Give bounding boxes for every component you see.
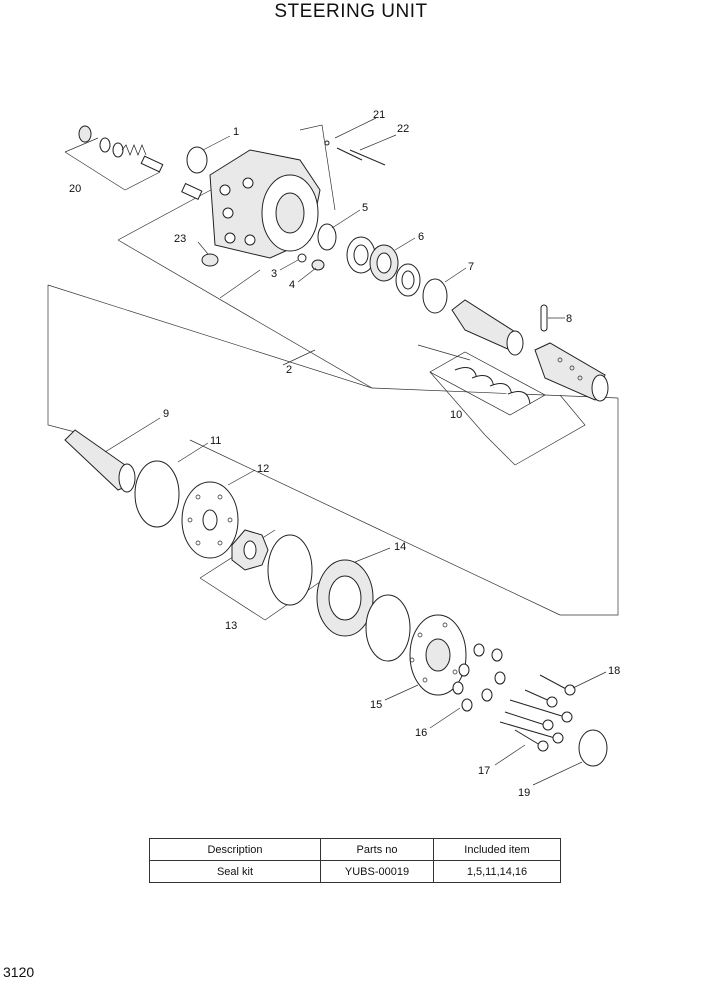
page-number: 3120 — [3, 964, 35, 980]
cell-included-item: 1,5,11,14,16 — [433, 860, 561, 883]
exploded-parts-diagram: 1 2 3 4 5 6 7 8 9 10 11 12 13 14 15 16 1… — [47, 109, 620, 799]
page-title: STEERING UNIT — [274, 1, 428, 22]
callout-17: 17 — [478, 765, 490, 777]
callout-19: 19 — [518, 787, 530, 799]
callout-18: 18 — [608, 665, 620, 677]
callout-16: 16 — [415, 727, 427, 739]
callout-10: 10 — [450, 409, 462, 421]
header-parts-no: Parts no — [320, 838, 434, 861]
part-7-ring — [422, 278, 448, 314]
part-3-ball — [297, 253, 307, 263]
part-11-o-ring — [134, 460, 180, 528]
part-16-washers — [452, 643, 506, 712]
callout-7: 7 — [468, 261, 474, 273]
callout-15: 15 — [370, 699, 382, 711]
callout-20: 20 — [69, 183, 81, 195]
callout-leader-lines — [104, 117, 607, 786]
part-10-centering-springs — [429, 351, 546, 416]
callout-1: 1 — [233, 126, 239, 138]
part-14-o-ring-rear — [365, 594, 411, 662]
part-14-gear-ring — [316, 559, 374, 637]
part-19-dust-cap — [578, 729, 608, 767]
table-header-row: Description Parts no Included item — [149, 838, 561, 861]
cell-description: Seal kit — [149, 860, 321, 883]
part-14-o-ring-front — [267, 534, 313, 606]
part-4-seat — [311, 259, 325, 271]
seal-kit-table: Description Parts no Included item Seal … — [149, 838, 561, 883]
callout-11: 11 — [210, 435, 221, 447]
callout-2: 2 — [286, 364, 292, 376]
callout-14: 14 — [394, 541, 406, 553]
callout-13: 13 — [225, 620, 237, 632]
part-9-drive-shaft — [64, 429, 136, 493]
part-1-o-ring — [186, 146, 208, 174]
callout-8: 8 — [566, 313, 572, 325]
cell-parts-no: YUBS-00019 — [320, 860, 434, 883]
part-15-end-cover — [409, 614, 467, 696]
callout-21: 21 — [373, 109, 385, 121]
callout-12: 12 — [257, 463, 269, 475]
part-17-18-bolts — [499, 674, 576, 752]
callout-4: 4 — [289, 279, 295, 291]
part-23-plug — [201, 253, 219, 267]
part-5-seal — [317, 223, 337, 251]
part-20-check-valve-set — [78, 125, 164, 173]
part-13-rotor — [231, 529, 269, 571]
part-12-distributor-plate — [181, 481, 239, 559]
spool-and-sleeve — [451, 299, 609, 402]
callout-3: 3 — [271, 268, 277, 280]
callout-labels: 1 2 3 4 5 6 7 8 9 10 11 12 13 14 15 16 1… — [69, 109, 620, 799]
header-description: Description — [149, 838, 321, 861]
callout-23: 23 — [174, 233, 186, 245]
callout-22: 22 — [397, 123, 409, 135]
part-6-bearing-washers — [346, 236, 421, 297]
header-included-item: Included item — [433, 838, 561, 861]
part-8-cross-pin — [540, 304, 548, 332]
group-brackets — [47, 124, 619, 621]
callout-6: 6 — [418, 231, 424, 243]
callout-9: 9 — [163, 408, 169, 420]
callout-5: 5 — [362, 202, 368, 214]
table-row: Seal kit YUBS-00019 1,5,11,14,16 — [149, 860, 561, 883]
part-21-22-pins — [324, 140, 386, 166]
part-2-housing — [181, 149, 321, 259]
